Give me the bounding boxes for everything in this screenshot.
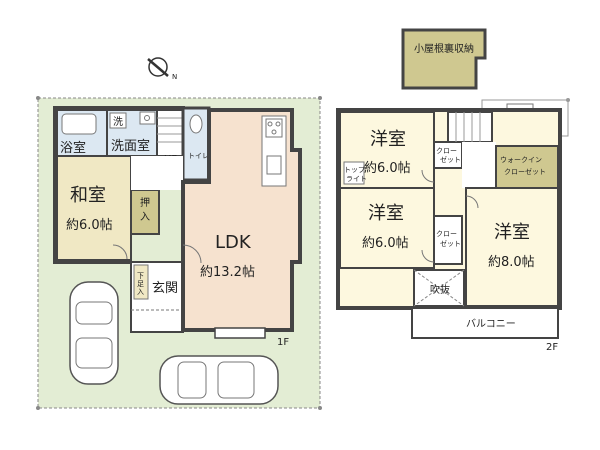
kitchen-sink-icon (266, 155, 282, 175)
yoshitsu3-size: 約8.0帖 (488, 255, 535, 270)
closet2-label-2: ゼット (440, 239, 461, 248)
toilet-icon (189, 114, 203, 134)
door-arc (421, 169, 435, 183)
burner-icon (267, 121, 273, 127)
getabako-label-2: 足 (137, 280, 144, 288)
bath-label: 浴室 (60, 140, 86, 156)
balcony-label: バルコニー (466, 318, 516, 330)
closet1-label-1: クロー (436, 147, 457, 155)
floor2-label: 2F (546, 342, 558, 353)
annex-corner (566, 98, 570, 102)
oshiire (130, 189, 160, 235)
yoshitsu2-room (339, 187, 435, 269)
sink-icon (139, 111, 156, 125)
washitsu-name: 和室 (70, 185, 106, 206)
hall-2f (462, 142, 496, 188)
stairs-2f (447, 111, 493, 143)
burner-icon (271, 129, 277, 135)
toilet-label: トイレ (188, 152, 209, 160)
genkan-label: 玄関 (152, 281, 178, 296)
sentaku-label: 洗 (113, 116, 123, 128)
car-icon (69, 281, 119, 385)
walkin-closet (495, 145, 559, 189)
lot-corner (318, 96, 322, 100)
closet2-label-1: クロー (436, 230, 457, 238)
oshiire-label-2: 入 (140, 212, 150, 223)
door-arc (112, 244, 128, 260)
yoshitsu2-name: 洋室 (368, 203, 404, 224)
door-arc (465, 195, 479, 209)
attic-label: 小屋根裏収納 (414, 42, 474, 55)
getabako (133, 264, 149, 300)
sink-drain-icon (144, 115, 150, 121)
ldk-window (214, 327, 266, 339)
getabako-label-1: 下 (137, 272, 144, 280)
lot-corner (318, 406, 322, 410)
stove-icon (265, 118, 283, 138)
toplight1-label-1: トップ (344, 166, 365, 174)
door-arc (182, 244, 202, 264)
balcony (411, 307, 559, 339)
yoshitsu1-name: 洋室 (370, 129, 406, 150)
compass-label: N (172, 73, 177, 81)
oshiire-label-1: 押 (140, 196, 150, 209)
door-arc (421, 249, 435, 263)
attic-storage (401, 28, 487, 90)
yoshitsu1-size: 約6.0帖 (364, 161, 411, 176)
yoshitsu3-room (465, 187, 559, 307)
closet1 (433, 141, 463, 169)
burner-icon (275, 121, 281, 127)
hallway (131, 156, 183, 190)
toplight1-box (343, 161, 365, 185)
walkin-label-1: ウォークイン (500, 156, 542, 164)
lot-corner (36, 96, 40, 100)
washing-machine-icon (109, 112, 127, 129)
floor1-label: 1F (277, 337, 289, 348)
washitsu-room (56, 155, 132, 261)
closet1-label-2: ゼット (440, 155, 461, 164)
yoshitsu3-name: 洋室 (494, 222, 530, 243)
washitsu-size: 約6.0帖 (66, 218, 113, 233)
yoshitsu2-size: 約6.0帖 (362, 236, 409, 251)
washroom-label: 洗面室 (111, 138, 150, 154)
compass: N (147, 57, 177, 81)
ldk-size: 約13.2帖 (200, 265, 255, 280)
walkin-label-2: クローゼット (504, 167, 546, 176)
fukinuke-label: 吹抜 (430, 283, 450, 296)
stairs-1f (156, 109, 184, 157)
lot-corner (36, 406, 40, 410)
bathtub-icon (61, 113, 97, 135)
toplight1-label-2: ライト (346, 175, 367, 183)
closet2 (433, 215, 463, 265)
car-icon (159, 355, 279, 405)
ldk-name: LDK (215, 232, 252, 253)
getabako-label-3: 入 (137, 288, 144, 296)
fukinuke-diagonal (413, 269, 465, 307)
